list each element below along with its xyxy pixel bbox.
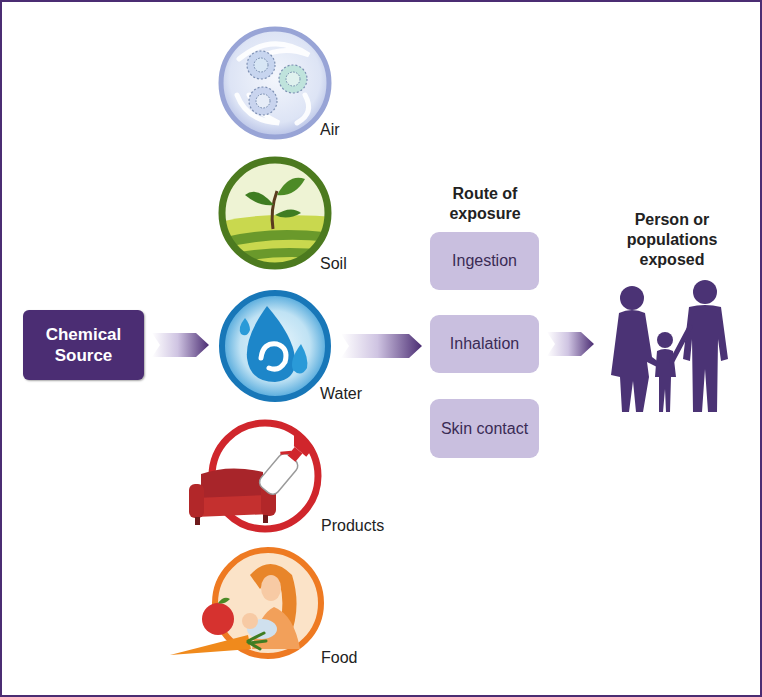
media-label: Water xyxy=(318,385,364,403)
people-silhouette xyxy=(602,277,742,417)
media-circle: Food xyxy=(210,545,326,661)
flow-arrow xyxy=(547,332,594,356)
media-label: Air xyxy=(318,121,342,139)
media-circle: Soil xyxy=(217,155,333,271)
route-box: Ingestion xyxy=(430,232,539,290)
media-icon xyxy=(217,155,333,271)
media-label: Food xyxy=(319,649,359,667)
media-circle: Products xyxy=(207,418,323,534)
media-icon xyxy=(217,288,333,404)
media-icon xyxy=(210,545,326,661)
source-box: Chemical Source xyxy=(23,310,144,380)
box-label: Skin contact xyxy=(441,419,528,439)
population-group: Person or populations exposed xyxy=(602,210,742,417)
box-label: Chemical Source xyxy=(31,324,136,366)
box-label: Ingestion xyxy=(452,251,517,271)
media-label: Products xyxy=(319,517,386,535)
flow-arrow xyxy=(341,334,422,358)
media-circle: Air xyxy=(217,25,333,141)
media-icon xyxy=(217,25,333,141)
column-heading: Route of exposure xyxy=(425,184,545,224)
flow-arrow xyxy=(152,333,209,357)
media-circle: Water xyxy=(217,288,333,404)
route-box: Inhalation xyxy=(430,315,539,373)
box-label: Inhalation xyxy=(450,334,519,354)
route-box: Skin contact xyxy=(430,399,539,458)
media-icon xyxy=(207,418,323,534)
media-label: Soil xyxy=(318,255,349,273)
group-heading: Person or populations exposed xyxy=(602,210,742,270)
